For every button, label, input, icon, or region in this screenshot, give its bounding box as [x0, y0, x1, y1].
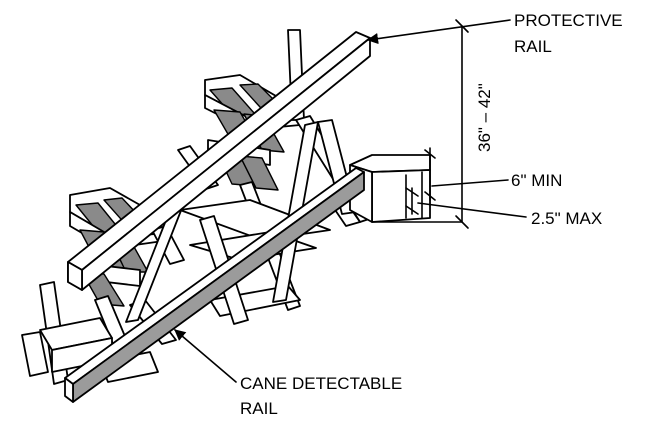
- labels: PROTECTIVE RAIL 36" – 42" 6" MIN 2.5" MA…: [240, 11, 623, 418]
- six-min-leader: [431, 179, 509, 187]
- cane-rail-label-line1: CANE DETECTABLE: [240, 374, 402, 393]
- height-range-label: 36" – 42": [475, 83, 494, 152]
- barricade-frame: [21, 29, 431, 385]
- protective-rail-label-line1: PROTECTIVE: [514, 11, 623, 30]
- protective-rail-label-line2: RAIL: [514, 37, 552, 56]
- two-five-max-label: 2.5" MAX: [531, 209, 602, 228]
- cane-rail-leader: [174, 329, 237, 383]
- six-min-label: 6" MIN: [511, 171, 562, 190]
- cane-rail-label-line2: RAIL: [240, 399, 278, 418]
- leader-arrows: [174, 19, 527, 383]
- cane-detectable-rail: [64, 167, 365, 403]
- dimension-lines: [371, 19, 469, 229]
- protective-rail-leader: [366, 19, 511, 45]
- two-five-max-leader: [417, 202, 527, 218]
